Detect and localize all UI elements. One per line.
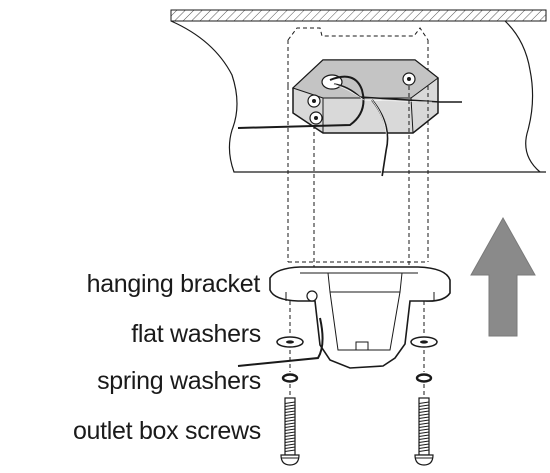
- flat-washer-icon: [276, 336, 304, 348]
- spring-washers-label: spring washers: [97, 367, 261, 395]
- screw-icon: [414, 397, 434, 466]
- outlet-box-icon: [237, 59, 462, 177]
- flat-washer-icon: [410, 336, 438, 348]
- hanging-bracket-label: hanging bracket: [86, 270, 261, 298]
- up-arrow-icon: [470, 216, 536, 337]
- flat-washers-label: flat washers: [131, 320, 261, 348]
- hanging-bracket-icon: [237, 266, 451, 369]
- spring-washer-icon: [415, 373, 433, 383]
- spring-washer-icon: [281, 373, 299, 383]
- outlet-box-screws-label: outlet box screws: [72, 417, 261, 445]
- screw-icon: [280, 397, 300, 466]
- ceiling-icon: [170, 9, 547, 173]
